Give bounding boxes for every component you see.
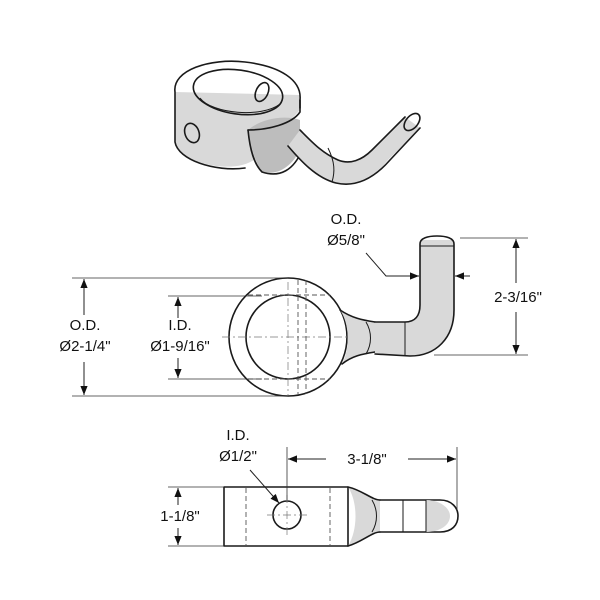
top-id-value: Ø1-9/16"	[150, 338, 210, 355]
side-rod-outline	[379, 499, 459, 533]
top-od-label: O.D.	[70, 317, 101, 334]
side-hole-leader	[249, 469, 280, 504]
iso-collar-right-edge	[247, 99, 301, 131]
top-rod-od-label: O.D.	[331, 211, 362, 228]
iso-bore-inner-shade	[199, 97, 281, 114]
top-rod-outline	[374, 235, 455, 357]
iso-rod-end	[403, 112, 421, 132]
top-id-label: I.D.	[168, 317, 191, 334]
iso-neck-outline	[247, 129, 303, 175]
side-neck	[348, 487, 380, 546]
iso-rod-bend-line	[327, 147, 335, 183]
side-collar-block	[223, 486, 349, 547]
side-hole-value: Ø1/2"	[219, 448, 257, 465]
iso-neck	[248, 117, 300, 173]
side-rod-tip	[426, 500, 450, 532]
top-view: O.D. Ø2-1/4" I.D. Ø1-9/16" O.D. Ø5/8" 2-…	[59, 211, 542, 397]
iso-collar-bore	[192, 68, 284, 116]
top-od-value: Ø2-1/4"	[59, 338, 110, 355]
side-neck-outline	[347, 486, 381, 547]
top-rod-od-value: Ø5/8"	[327, 232, 365, 249]
isometric-view	[174, 60, 421, 185]
iso-collar-outline	[174, 60, 301, 170]
top-neck-outline	[339, 309, 376, 365]
top-rod-height-value: 2-3/16"	[494, 289, 542, 306]
side-hole-label: I.D.	[226, 427, 249, 444]
top-rod-od-leader	[365, 252, 419, 280]
iso-set-screw-hole	[183, 122, 201, 144]
side-neck-curve	[371, 499, 377, 533]
iso-rod-body	[288, 117, 420, 185]
iso-rod-outline	[287, 116, 421, 185]
iso-top-hole	[254, 81, 270, 103]
top-rod-shade	[375, 240, 454, 356]
side-height-value: 1-1/8"	[160, 508, 200, 525]
top-neck-curve	[365, 321, 371, 355]
side-length-value: 3-1/8"	[347, 451, 387, 468]
top-neck	[340, 310, 375, 364]
side-view: I.D. Ø1/2" 3-1/8" 1-1/8"	[160, 427, 459, 547]
